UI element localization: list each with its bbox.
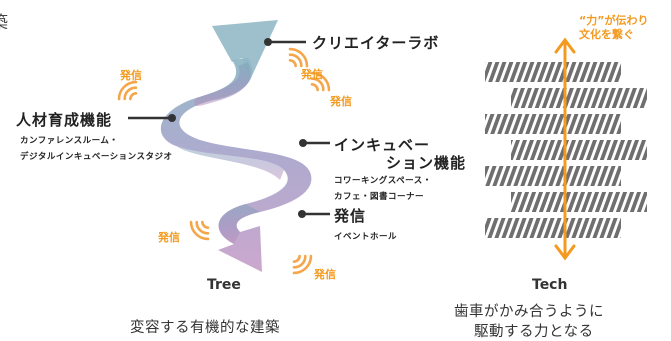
signal-icon xyxy=(310,71,331,92)
node-top xyxy=(264,38,272,46)
signal-label: 発信 xyxy=(301,68,323,81)
ribbon-fold xyxy=(194,62,251,106)
node-label-jinzai: 人材育成機能 xyxy=(16,111,113,129)
tree-caption: 変容する有機的な建築 xyxy=(130,320,280,336)
ribbon-fold xyxy=(218,204,260,244)
node-incub xyxy=(299,139,307,147)
gear-bar xyxy=(485,62,621,82)
tech-heading-2: 文化を繋ぐ xyxy=(579,28,634,41)
signal-label: 発信 xyxy=(330,95,352,108)
edge-glyph: 築 xyxy=(0,8,8,33)
node-sub-jinzai-2: デジタルインキュベーションスタジオ xyxy=(20,152,173,162)
node-sub-incub-2: カフェ・図書コーナー xyxy=(334,192,425,202)
gear-bar xyxy=(485,114,621,134)
gear-bar xyxy=(511,140,647,160)
node-jinzai xyxy=(168,114,176,122)
ribbon-fold xyxy=(176,146,284,180)
signal-label: 発信 xyxy=(158,231,180,244)
tech-caption-2: 駆動する力となる xyxy=(474,324,594,340)
ribbon-arrowhead xyxy=(212,20,278,80)
signal-icon xyxy=(292,254,313,275)
node-label-hasshin: 発信 xyxy=(334,207,367,225)
node-sub-jinzai-1: カンファレンスルーム・ xyxy=(20,136,119,146)
signal-label: 発信 xyxy=(120,69,142,82)
gear-bar xyxy=(511,192,647,212)
signal-icon xyxy=(117,80,138,101)
node-sub-incub-1: コワーキングスペース・ xyxy=(334,176,432,186)
node-hasshin xyxy=(298,210,306,218)
gear-bars xyxy=(485,62,647,238)
node-label-incub-1: インキュベー xyxy=(334,136,431,154)
double-arrow xyxy=(554,37,576,261)
tree-footer: Tree xyxy=(207,277,241,293)
gear-bar xyxy=(511,88,647,108)
signal-label: 発信 xyxy=(314,268,336,281)
tech-footer: Tech xyxy=(532,277,568,293)
tech-heading-1: “力”が伝わり xyxy=(579,14,649,27)
node-label-top: クリエイターラボ xyxy=(312,34,440,52)
node-sub-hasshin: イベントホール xyxy=(334,232,398,242)
signal-icon xyxy=(189,220,210,241)
tech-caption-1: 歯車がかみ合うように xyxy=(454,304,604,320)
gear-bar xyxy=(485,166,621,186)
node-label-incub-2: ション機能 xyxy=(386,154,467,172)
gear-bar xyxy=(485,218,621,238)
signal-icon xyxy=(288,47,309,68)
